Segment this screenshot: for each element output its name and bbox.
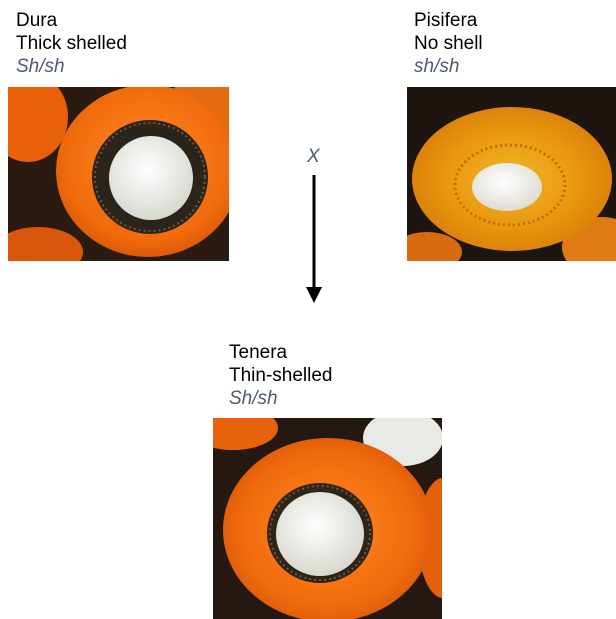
pisifera-shell-type: No shell <box>414 32 483 55</box>
dura-shell-type: Thick shelled <box>16 32 127 55</box>
pisifera-label: Pisifera No shell sh/sh <box>414 9 483 78</box>
tenera-fruit-image <box>213 418 442 619</box>
dura-fruit-image <box>8 87 229 261</box>
dura-name: Dura <box>16 9 127 32</box>
pisifera-genotype: sh/sh <box>414 55 483 78</box>
cross-symbol: X <box>307 146 320 168</box>
tenera-genotype: Sh/sh <box>229 387 333 410</box>
dura-label: Dura Thick shelled Sh/sh <box>16 9 127 78</box>
tenera-name: Tenera <box>229 341 333 364</box>
tenera-shell-type: Thin-shelled <box>229 364 333 387</box>
pisifera-name: Pisifera <box>414 9 483 32</box>
pisifera-fruit-image <box>407 87 616 261</box>
dura-genotype: Sh/sh <box>16 55 127 78</box>
tenera-label: Tenera Thin-shelled Sh/sh <box>229 341 333 410</box>
down-arrow-icon <box>303 175 325 305</box>
